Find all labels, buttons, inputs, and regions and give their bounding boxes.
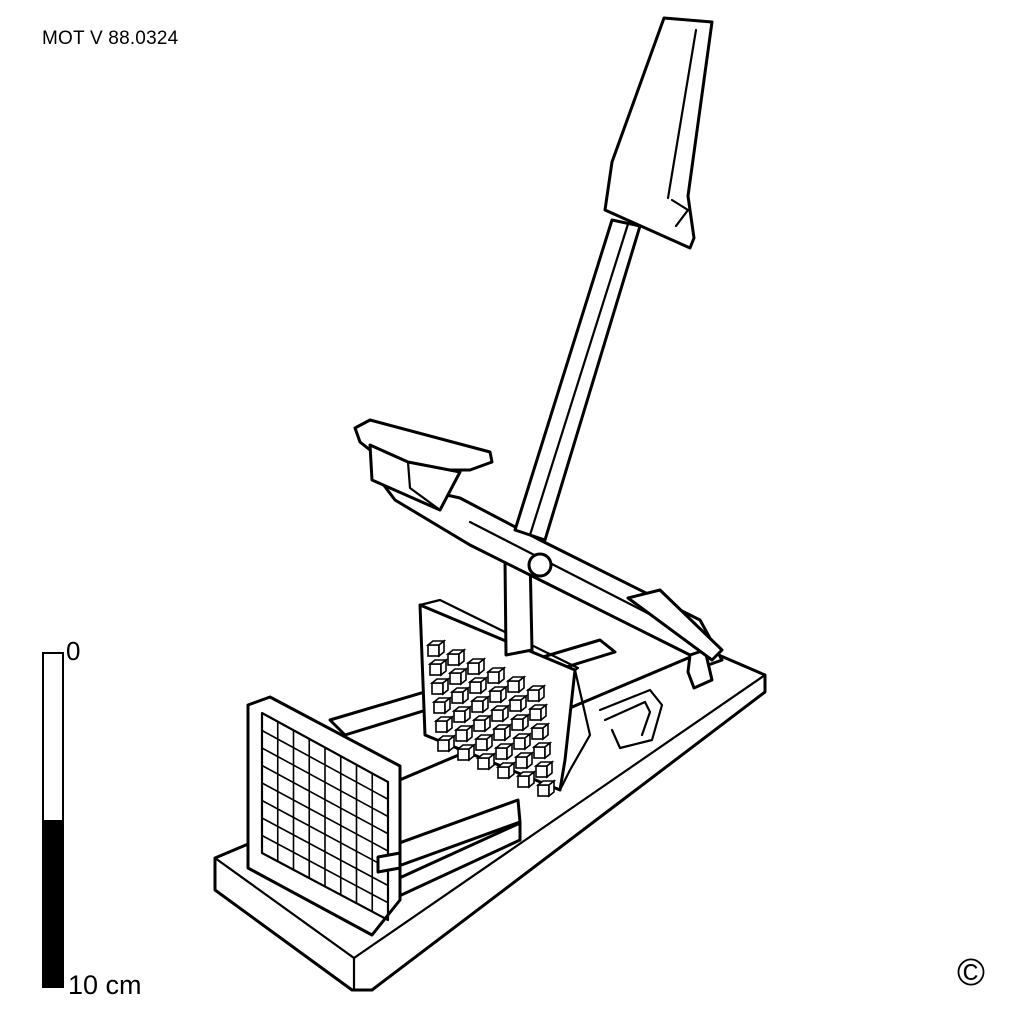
pusher-stud	[535, 779, 557, 798]
pusher-stud	[485, 666, 507, 685]
pusher-stud	[493, 742, 515, 761]
pusher-stud	[531, 741, 553, 760]
pusher-stud	[451, 705, 473, 724]
pusher-stud	[435, 734, 457, 753]
blade-grid	[246, 695, 402, 937]
handle-shaft	[513, 218, 642, 542]
pusher-stud	[469, 695, 491, 714]
pusher-stud	[427, 658, 449, 677]
pusher-stud	[465, 657, 487, 676]
pusher-stud	[509, 713, 531, 732]
blade-line	[261, 782, 389, 852]
pusher-stud	[433, 715, 455, 734]
pusher-stud	[467, 676, 489, 695]
pusher-stud	[533, 760, 555, 779]
lever-arm	[378, 478, 724, 690]
pusher-stud	[431, 696, 453, 715]
pusher-stud	[471, 714, 493, 733]
handle-grip	[603, 16, 714, 250]
pusher-stud	[491, 723, 513, 742]
blade-line	[261, 799, 389, 869]
pusher-stud	[525, 684, 547, 703]
pusher-stud	[475, 752, 497, 771]
scale-bar	[42, 652, 64, 988]
pusher-stud	[515, 770, 537, 789]
pusher-stud	[453, 724, 475, 743]
blade-line	[261, 817, 389, 887]
pusher-stud	[449, 686, 471, 705]
scale-bar-top-label: 0	[66, 636, 81, 666]
pusher-studs	[425, 639, 557, 798]
pusher-stud	[445, 648, 467, 667]
pusher-stud	[425, 639, 447, 658]
pusher-stud	[495, 761, 517, 780]
pusher-stud	[455, 743, 477, 762]
pusher-stud	[429, 677, 451, 696]
lever-bracket	[598, 688, 664, 750]
catalog-number: MOT V 88.0324	[42, 28, 179, 49]
pusher-plate	[353, 418, 494, 512]
pusher-stud	[529, 722, 551, 741]
pusher-stud	[513, 751, 535, 770]
pusher-stud	[511, 732, 533, 751]
pusher-stud	[505, 675, 527, 694]
pusher-stud	[489, 704, 511, 723]
scale-bar-bottom-label: 10 cm	[68, 970, 142, 1000]
pusher-stud	[507, 694, 529, 713]
copyright-symbol: ©	[957, 952, 985, 994]
pusher-stud	[527, 703, 549, 722]
pusher-stud	[473, 733, 495, 752]
pusher-stud	[447, 667, 469, 686]
blade-line	[261, 834, 389, 904]
pusher-stud	[487, 685, 509, 704]
